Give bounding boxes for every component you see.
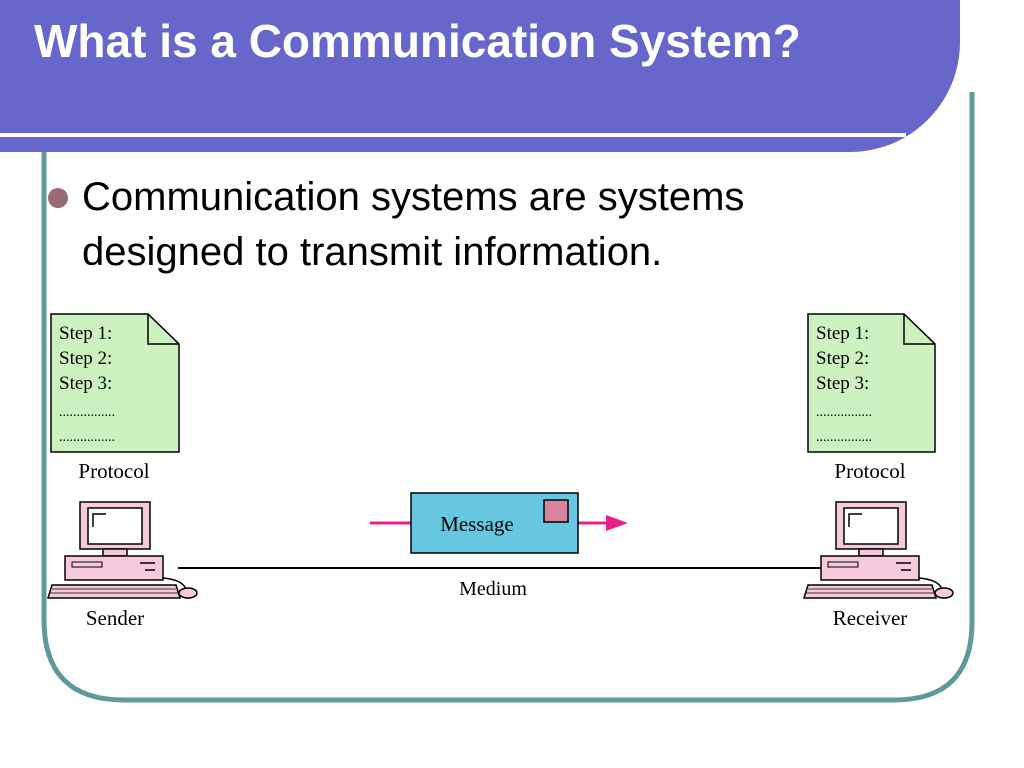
sender-protocol-line-3: Step 3: xyxy=(59,373,112,394)
receiver-protocol-line-2: Step 2: xyxy=(816,348,869,369)
title-bar: What is a Communication System? xyxy=(0,0,960,152)
slide-title: What is a Communication System? xyxy=(34,15,801,67)
receiver-computer-icon xyxy=(802,501,954,599)
sender-label: Sender xyxy=(86,606,144,630)
message-label: Message xyxy=(440,512,513,536)
message-arrow-head xyxy=(606,515,628,531)
sender-protocol-line-5: ................ xyxy=(59,430,115,445)
sender-computer-icon xyxy=(46,501,198,599)
bullet-text: Communication systems are systems design… xyxy=(82,175,745,274)
medium-label: Medium xyxy=(459,578,527,600)
sender-protocol-line-4: ................ xyxy=(59,405,115,420)
receiver-label: Receiver xyxy=(833,606,908,630)
receiver-protocol-label: Protocol xyxy=(834,459,905,483)
frame-border xyxy=(41,92,975,703)
sender-protocol-line-1: Step 1: xyxy=(59,323,112,344)
sender-protocol-label: Protocol xyxy=(78,459,149,483)
receiver-protocol-line-5: ................ xyxy=(816,430,872,445)
receiver-protocol-page xyxy=(807,313,936,453)
title-underline xyxy=(0,133,906,137)
bullet-dot xyxy=(48,188,68,208)
sender-protocol-page xyxy=(50,313,180,453)
sender-protocol-document: Step 1: Step 2: Step 3: ................… xyxy=(50,313,180,453)
sender-protocol-fold xyxy=(147,314,179,345)
receiver-protocol-line-1: Step 1: xyxy=(816,323,869,344)
receiver-protocol-fold xyxy=(903,314,935,345)
message-stamp xyxy=(543,499,569,523)
sender-protocol-line-2: Step 2: xyxy=(59,348,112,369)
receiver-protocol-line-3: Step 3: xyxy=(816,373,869,394)
receiver-protocol-line-4: ................ xyxy=(816,405,872,420)
receiver-protocol-document: Step 1: Step 2: Step 3: ................… xyxy=(807,313,936,453)
